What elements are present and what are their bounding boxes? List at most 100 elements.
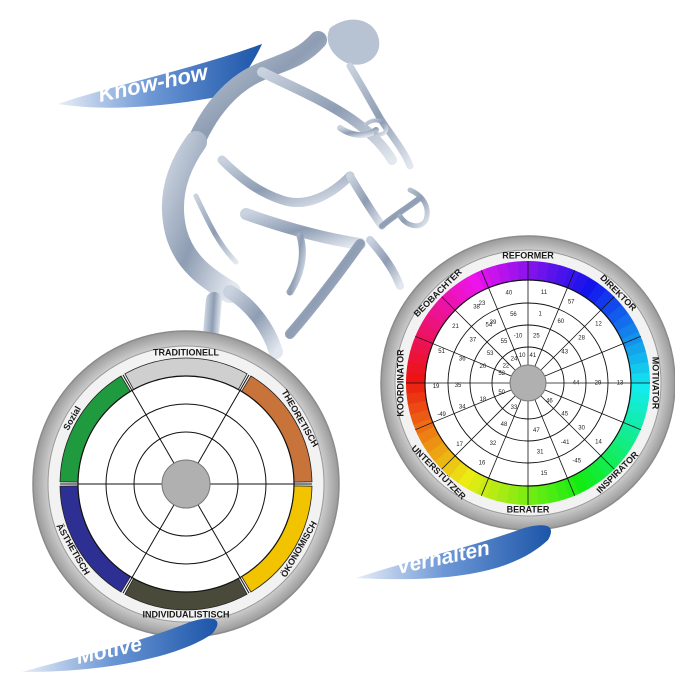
- behavior-color-slice: [627, 400, 649, 416]
- behavior-color-slice: [579, 277, 599, 299]
- behavior-color-slice: [627, 351, 649, 366]
- behavior-color-slice: [434, 296, 456, 317]
- behavior-color-slice: [495, 482, 511, 504]
- behavior-color-slice: [449, 282, 470, 305]
- behavior-color-slice: [600, 449, 622, 470]
- behavior-number: 13: [617, 381, 624, 387]
- motive-banner: Motive: [22, 618, 218, 672]
- behavior-spoke: [544, 389, 641, 431]
- behavior-spoke: [415, 335, 512, 377]
- behavior-color-slice: [606, 304, 629, 325]
- behavior-color-slice: [545, 262, 561, 284]
- behavior-number: 45: [561, 411, 568, 417]
- behavior-color-slice: [449, 461, 469, 483]
- behavior-number: 17: [456, 442, 463, 448]
- behavior-color-slice: [407, 400, 429, 415]
- behavior-number: 19: [433, 384, 440, 390]
- motive-label-1: TRADITIONELL: [153, 347, 219, 357]
- behavior-color-slice: [466, 471, 485, 494]
- verhalten-banner: Verhalten: [356, 525, 551, 580]
- behavior-color-slice: [407, 350, 429, 366]
- behavior-spoke: [480, 270, 522, 367]
- behavior-number: 36: [459, 357, 466, 363]
- behavior-number: 23: [479, 301, 486, 307]
- behavior-number: 56: [510, 312, 517, 318]
- motive-label-4: INDIVIDUALISTISCH: [142, 609, 229, 619]
- motive-spoke: [122, 504, 175, 594]
- behavior-number: 31: [537, 450, 544, 456]
- behavior-color-slice: [621, 418, 643, 436]
- behavior-color-slice: [545, 482, 560, 504]
- behavior-color-slice: [593, 455, 615, 477]
- behavior-number: 44: [573, 381, 580, 387]
- behavior-color-slice: [406, 391, 427, 405]
- behavior-number: -41: [561, 440, 570, 446]
- behavior-spoke: [480, 399, 522, 496]
- behavior-number: 55: [501, 339, 508, 345]
- behavior-number: 38: [473, 304, 480, 310]
- behavior-number: 50: [498, 390, 505, 396]
- behavior-number: 51: [438, 349, 445, 355]
- behavior-color-slice: [496, 262, 511, 284]
- behavior-spoke: [534, 399, 576, 496]
- behavior-color-slice: [517, 261, 529, 281]
- behavior-number: 11: [541, 290, 548, 296]
- behavior-color-slice: [586, 461, 607, 484]
- behavior-number: 22: [503, 363, 510, 369]
- behavior-number: 60: [558, 319, 565, 325]
- behavior-number: 32: [490, 441, 497, 447]
- behavior-color-slice: [612, 434, 634, 454]
- behavior-number: 33: [511, 405, 518, 411]
- behavior-number: 37: [469, 337, 476, 343]
- behavior-color-slice: [506, 484, 520, 505]
- behavior-color-slice: [571, 272, 590, 295]
- behavior-number: 18: [480, 397, 487, 403]
- behavior-number: 20: [480, 364, 487, 370]
- behavior-color-slice: [467, 272, 485, 294]
- behavior-number: 52: [498, 371, 505, 377]
- behavior-color-slice: [624, 409, 646, 426]
- motive-spoke: [122, 374, 175, 464]
- behavior-color-slice: [428, 304, 450, 324]
- behavior-color-slice: [594, 289, 615, 311]
- behavior-color-slice: [527, 485, 539, 505]
- behavior-color-slice: [606, 442, 628, 462]
- behavior-number: 29: [595, 381, 602, 387]
- behavior-number: 53: [487, 351, 494, 357]
- behavior-color-slice: [406, 361, 427, 375]
- behavior-number: 28: [578, 336, 585, 342]
- behavior-color-slice: [410, 340, 432, 357]
- behavior-number: -45: [572, 459, 581, 465]
- behavior-color-slice: [434, 448, 456, 470]
- behavior-spoke: [441, 296, 516, 371]
- behavior-color-slice: [441, 289, 463, 311]
- behavior-number: 24: [511, 356, 518, 362]
- behavior-color-slice: [587, 283, 607, 305]
- behavior-number: -10: [514, 334, 523, 340]
- behavior-color-slice: [458, 277, 477, 299]
- behavior-number: 15: [541, 471, 548, 477]
- behavior-color-slice: [629, 361, 650, 375]
- behavior-color-slice: [417, 426, 439, 444]
- behavior-number: 54: [486, 323, 493, 329]
- behavior-color-slice: [417, 321, 440, 340]
- behavior-color-slice: [536, 484, 550, 505]
- behavior-number: 34: [459, 405, 466, 411]
- behavior-spoke: [441, 395, 516, 470]
- behavior-color-slice: [600, 296, 622, 318]
- behavior-number: 47: [533, 428, 540, 434]
- behavior-number: 16: [479, 460, 486, 466]
- behavior-number: 41: [530, 353, 537, 359]
- behavior-color-slice: [630, 372, 651, 384]
- behavior-number: 1: [538, 312, 542, 318]
- behavior-color-slice: [571, 472, 589, 494]
- behavior-color-slice: [475, 476, 493, 498]
- behavior-number: 10: [519, 353, 526, 359]
- behavior-number: -49: [437, 412, 446, 418]
- behavior-color-slice: [579, 467, 598, 489]
- behavior-color-slice: [629, 391, 650, 405]
- behavior-color-slice: [485, 479, 502, 501]
- behavior-number: 57: [568, 299, 575, 305]
